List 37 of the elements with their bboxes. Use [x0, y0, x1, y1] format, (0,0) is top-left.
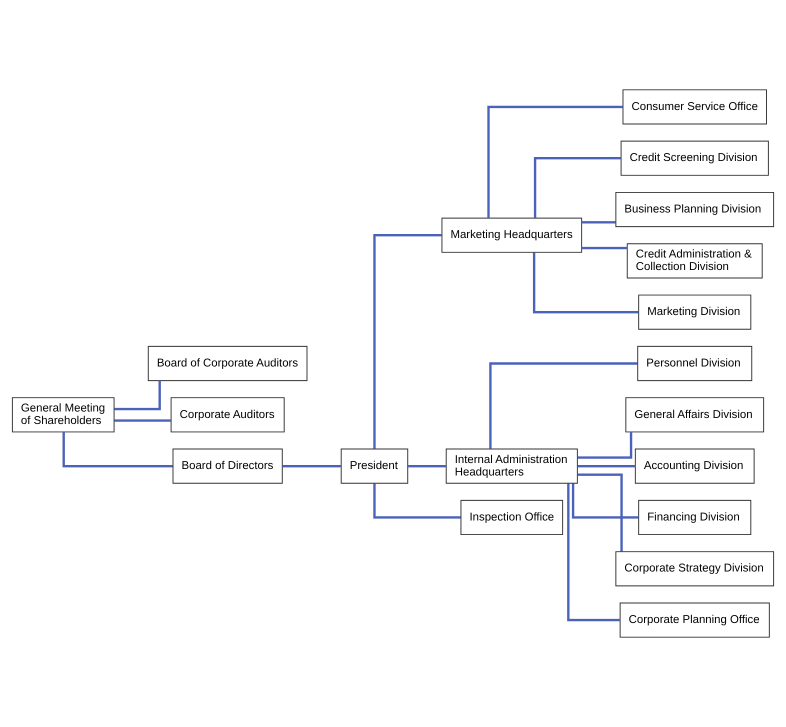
node-box: Financing Division: [638, 500, 752, 536]
connector: [567, 484, 620, 622]
connector: [373, 234, 442, 449]
connector: [582, 221, 616, 224]
connector: [373, 484, 461, 519]
connector: [578, 432, 632, 459]
node-box: Credit Administration & Collection Division: [626, 243, 763, 278]
connector: [489, 362, 638, 449]
connector: [572, 484, 639, 519]
node-box: General Affairs Division: [625, 397, 764, 432]
node-box: Corporate Planning Office: [620, 602, 770, 638]
node-box: Corporate Auditors: [170, 397, 285, 432]
connector: [532, 252, 639, 314]
connector: [534, 157, 621, 218]
node-box: Board of Corporate Auditors: [148, 346, 308, 382]
node-box: Accounting Division: [634, 448, 755, 484]
node-box: Personnel Division: [637, 346, 752, 382]
node-box: Marketing Headquarters: [441, 218, 582, 253]
connector: [582, 246, 628, 250]
node-box: Inspection Office: [460, 500, 564, 536]
connector: [62, 432, 173, 468]
node-box: Consumer Service Office: [622, 89, 767, 124]
node-box: President: [340, 448, 408, 484]
connector: [578, 464, 636, 468]
node-box: General Meeting of Shareholders: [12, 397, 115, 432]
node-box: Internal Administration Headquarters: [446, 448, 578, 484]
connector: [487, 106, 623, 218]
node-box: Board of Directors: [172, 448, 283, 484]
node-box: Corporate Strategy Division: [615, 551, 774, 586]
connector: [408, 464, 446, 468]
connector: [578, 474, 623, 552]
node-box: Marketing Division: [638, 294, 752, 330]
connector: [114, 419, 171, 422]
connector: [114, 380, 161, 410]
connector: [282, 464, 342, 468]
node-box: Credit Screening Division: [620, 140, 769, 176]
node-box: Business Planning Division: [615, 192, 774, 228]
